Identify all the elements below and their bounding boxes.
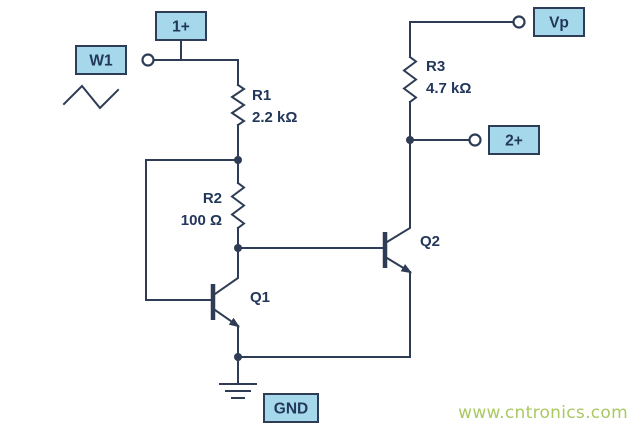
ch2-terminal — [468, 133, 482, 147]
ch1-label-text: 1+ — [172, 19, 190, 36]
q1-emitter — [213, 308, 240, 328]
r2-zigzag — [230, 181, 246, 230]
ch2-label-text: 2+ — [505, 133, 523, 150]
q2-ref-label: Q2 — [420, 233, 440, 250]
resistor-r3: R3 4.7 kΩ — [402, 55, 471, 104]
q2-emitter — [385, 256, 413, 274]
r3-zigzag — [402, 55, 418, 104]
r1-value-label: 2.2 kΩ — [252, 109, 297, 126]
w1-terminal — [141, 53, 155, 67]
transistor-q1: Q1 — [210, 247, 270, 358]
w1-label-text: W1 — [89, 53, 113, 70]
label-ch2: 2+ — [488, 125, 540, 155]
gnd-label-text: GND — [274, 401, 308, 418]
vp-terminal — [512, 15, 526, 29]
label-gnd: GND — [263, 393, 319, 423]
r1-ref-label: R1 — [252, 87, 271, 104]
ch2-label-box — [488, 125, 540, 155]
r2-value-label: 100 Ω — [181, 212, 222, 229]
ground-symbol — [219, 383, 257, 399]
r3-ref-label: R3 — [426, 58, 445, 75]
resistor-r2: R2 100 Ω — [181, 181, 246, 230]
wire-q1-base-loop — [145, 159, 239, 301]
vp-label-box — [533, 7, 585, 37]
r2-ref-label: R2 — [203, 190, 222, 207]
watermark: www.cntronics.com — [458, 403, 628, 423]
w1-label-box — [75, 45, 127, 75]
transistor-q2: Q2 — [382, 139, 440, 358]
triangle-wave-icon — [62, 84, 120, 110]
q2-collector — [385, 139, 411, 244]
r1-zigzag — [230, 83, 246, 127]
label-ch1: 1+ — [155, 11, 207, 41]
q1-collector — [213, 247, 239, 296]
resistor-r1: R1 2.2 kΩ — [230, 83, 297, 127]
q1-ref-label: Q1 — [250, 289, 270, 306]
label-vp: Vp — [533, 7, 585, 37]
label-w1: W1 — [75, 45, 127, 75]
r3-value-label: 4.7 kΩ — [426, 80, 471, 97]
gnd-label-box — [263, 393, 319, 423]
vp-label-text: Vp — [549, 15, 569, 32]
ch1-label-box — [155, 11, 207, 41]
